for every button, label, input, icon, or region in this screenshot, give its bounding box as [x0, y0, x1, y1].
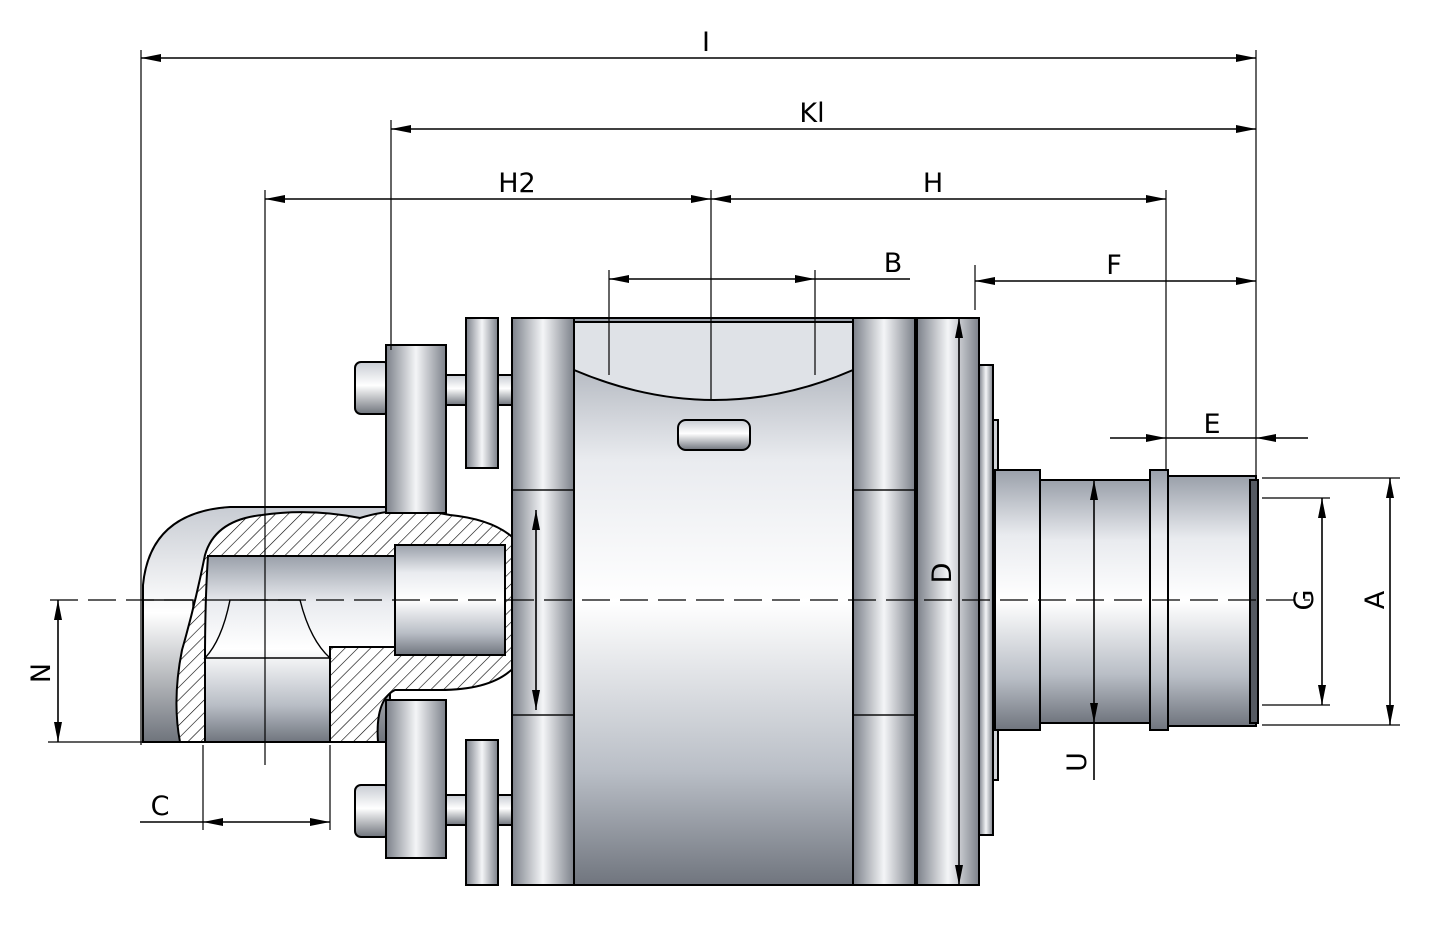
- dim-label-C: C: [151, 791, 170, 822]
- dim-label-D: D: [927, 563, 958, 584]
- housing-inner-left: [511, 489, 575, 716]
- dim-label-I: I: [702, 27, 710, 58]
- dim-label-A: A: [1360, 590, 1391, 609]
- bore-chamber: [203, 599, 332, 659]
- dim-label-B: B: [884, 248, 903, 279]
- main-housing: [511, 317, 918, 886]
- inner-bore: [204, 555, 396, 743]
- dim-label-KI: Kl: [799, 98, 824, 129]
- dimension-lines: [48, 50, 1400, 885]
- dim-label-H: H: [923, 168, 943, 199]
- drain-plug: [677, 419, 751, 451]
- shaft-nipple: [1167, 475, 1257, 727]
- washer-bottom: [465, 739, 499, 886]
- housing-flange-left: [511, 317, 575, 886]
- housing-inner-right: [852, 489, 916, 716]
- left-flange-bottom: [385, 699, 447, 859]
- dim-label-U: U: [1062, 752, 1093, 772]
- rotary-joint-body: [142, 317, 1259, 886]
- bolt-head-top: [354, 361, 391, 415]
- washer-top: [465, 317, 499, 469]
- dim-label-N: N: [26, 663, 57, 683]
- shaft-body: [1039, 479, 1151, 724]
- dim-label-F: F: [1106, 250, 1122, 281]
- housing-window: [573, 321, 854, 401]
- dim-label-G: G: [1289, 590, 1320, 611]
- dim-label-E: E: [1203, 409, 1220, 440]
- housing-flange-right: [852, 317, 916, 886]
- dimension-labels: I Kl H2 H B F E D G A U N C: [26, 27, 1391, 822]
- shaft-end: [1249, 479, 1259, 724]
- right-flange: [916, 317, 980, 886]
- bolt-head-bottom: [354, 784, 391, 838]
- dim-label-H2: H2: [498, 168, 535, 199]
- left-flange-top: [385, 344, 447, 514]
